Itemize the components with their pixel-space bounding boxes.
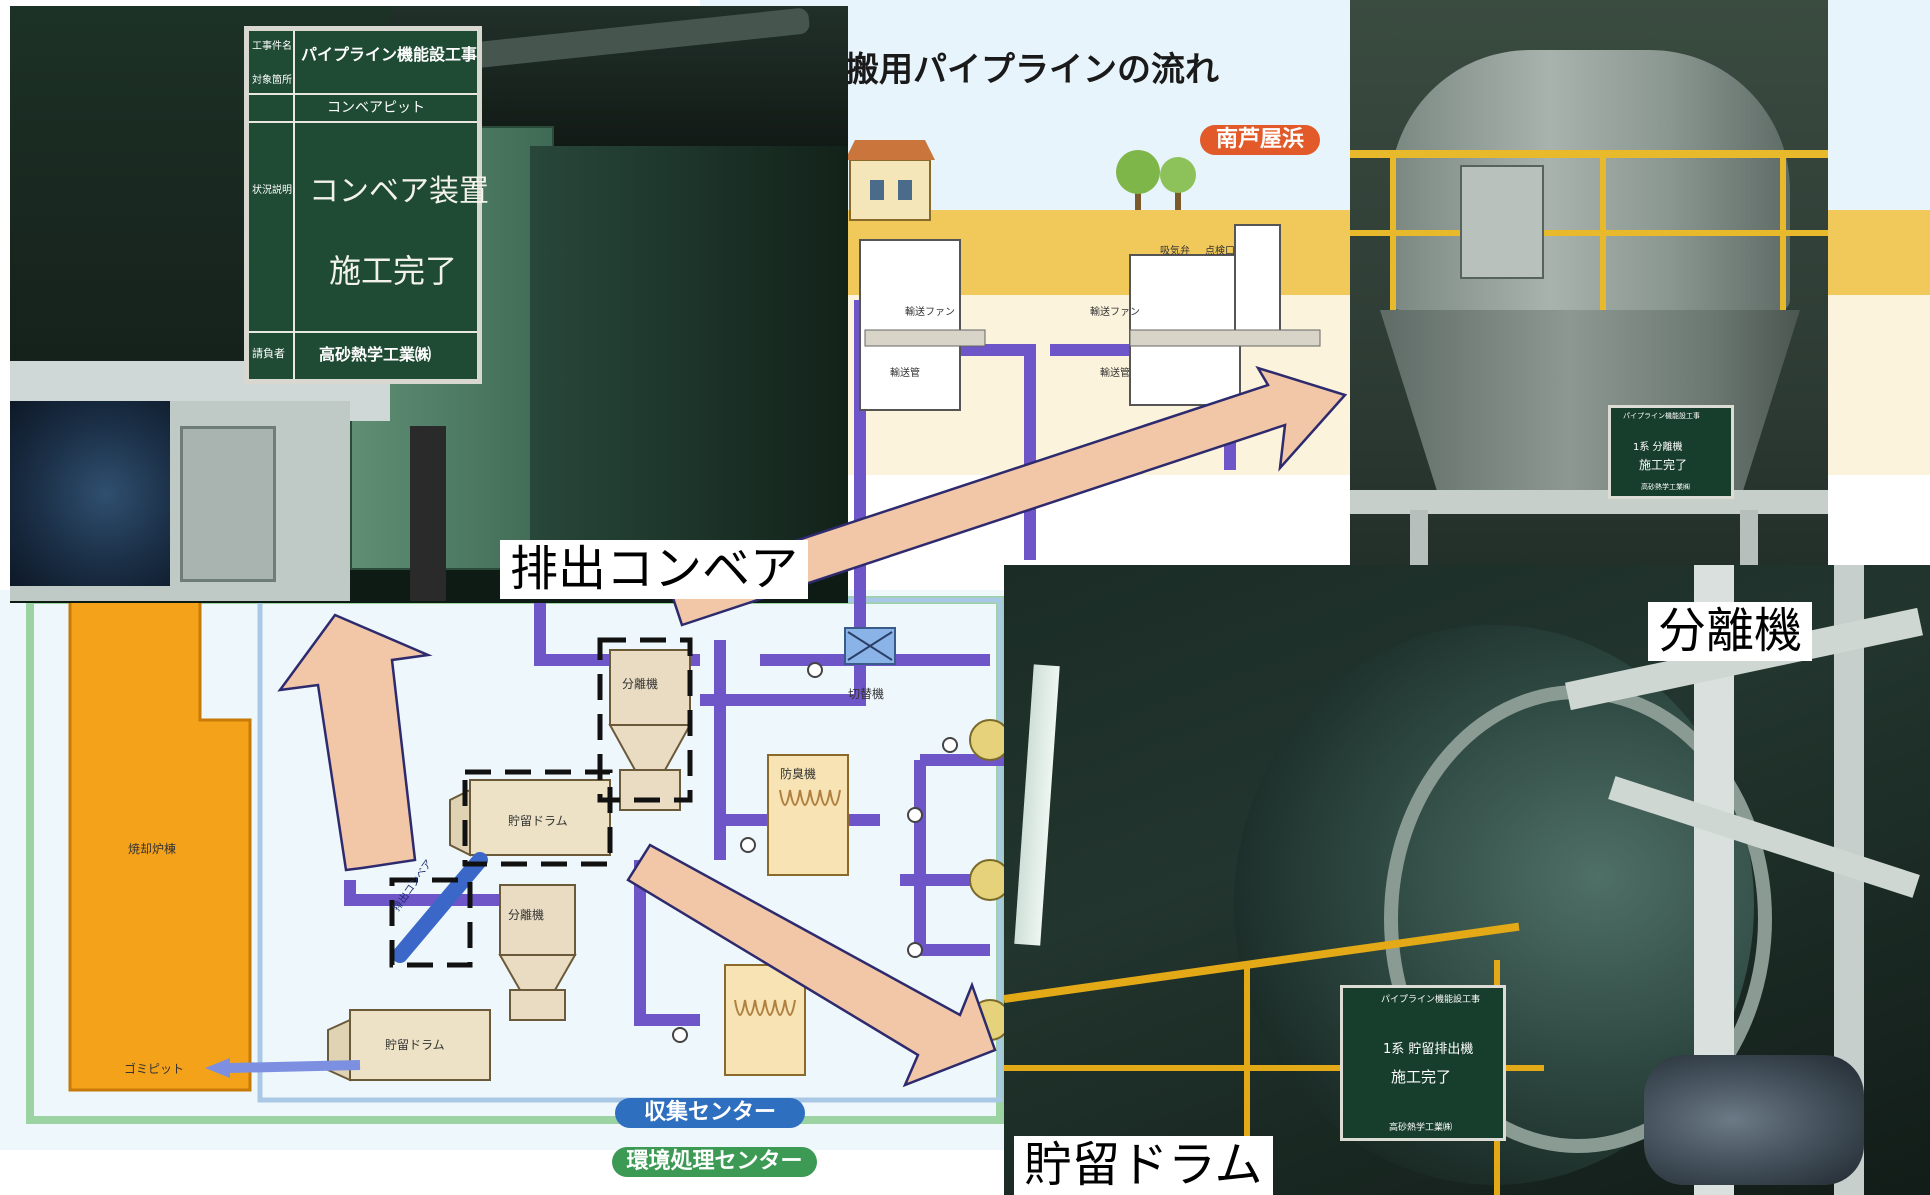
deodorizer-bottom xyxy=(724,964,806,1076)
label-incinerator: 焼却炉棟 xyxy=(128,842,177,856)
station-pipe-right xyxy=(1129,329,1321,347)
label-valve-b: 点検口 xyxy=(1205,246,1235,257)
signboard-conveyor-row4-value: 高砂熱学工業㈱ xyxy=(319,345,432,364)
collection-center-pill: 収集センター xyxy=(615,1098,805,1128)
drum-motor xyxy=(1644,1055,1864,1185)
separator-bottom-illustration xyxy=(498,884,577,1021)
highlight-conveyor xyxy=(389,877,473,968)
label-pit: ゴミピット xyxy=(124,1062,185,1076)
label-pipe-right: 輸送管 xyxy=(1100,368,1130,379)
deodorizer-top xyxy=(767,754,849,876)
station-box-left xyxy=(859,239,961,411)
label-pipe-left: 輸送管 xyxy=(890,368,920,379)
caption-drum: 貯留ドラム xyxy=(1014,1136,1273,1195)
signboard-conveyor-row3-label: 状況説明 xyxy=(252,185,292,196)
arrow-to-conveyor xyxy=(277,613,433,872)
signboard-drum-row3-line1: 1系 貯留排出機 xyxy=(1383,1042,1474,1057)
equipment-rack xyxy=(530,146,848,566)
valve-4 xyxy=(672,1027,688,1043)
separator-railing-top xyxy=(1350,150,1828,158)
conveyor-housing xyxy=(180,426,276,582)
signboard-conveyor-row3-line1: コンベア装置 xyxy=(309,174,489,209)
label-fan-left: 輸送ファン xyxy=(905,307,955,318)
label-drum-top: 貯留ドラム xyxy=(508,814,568,828)
caption-separator: 分離機 xyxy=(1648,602,1813,662)
label-deodorizer: 防臭機 xyxy=(780,767,817,781)
separator-vessel-top xyxy=(1390,50,1790,310)
signboard-separator: パイプライン機能設工事 1系 分離機 施工完了 高砂熱学工業㈱ xyxy=(1608,405,1734,499)
environment-center-pill: 環境処理センター xyxy=(612,1147,817,1177)
diagram-title: 搬用パイプラインの流れ xyxy=(845,50,1219,90)
valve-5 xyxy=(942,737,958,753)
caption-conveyor: 排出コンベア xyxy=(500,540,809,600)
highlight-separator xyxy=(597,637,693,803)
signboard-drum-row4-value: 高砂熱学工業㈱ xyxy=(1389,1123,1453,1133)
signboard-separator-row1-value: パイプライン機能設工事 xyxy=(1623,412,1700,420)
discharge-line xyxy=(229,1060,361,1073)
label-valve-a: 吸気弁 xyxy=(1160,246,1190,257)
signboard-drum: パイプライン機能設工事 1系 貯留排出機 施工完了 高砂熱学工業㈱ xyxy=(1340,985,1506,1141)
house-illustration xyxy=(845,140,935,221)
signboard-conveyor-row3-line2: 施工完了 xyxy=(329,252,458,290)
photo-separator: パイプライン機能設工事 1系 分離機 施工完了 高砂熱学工業㈱ xyxy=(1350,0,1828,668)
signboard-drum-row1-value: パイプライン機能設工事 xyxy=(1381,995,1481,1005)
signboard-conveyor-row1-label: 工事件名 xyxy=(252,41,292,52)
separator-hatch xyxy=(1460,165,1544,279)
arrow-to-drum xyxy=(626,843,997,1088)
valve-6 xyxy=(807,662,823,678)
conveyor-motor xyxy=(10,401,170,586)
separator-top-illustration xyxy=(608,649,692,811)
label-separator-top: 分離機 xyxy=(622,677,659,691)
signboard-conveyor-row4-label: 請負者 xyxy=(252,347,285,360)
valve-2 xyxy=(907,807,923,823)
label-separator-bottom: 分離機 xyxy=(508,908,545,922)
conveyor-pipe xyxy=(410,426,446,601)
signboard-drum-row3-line2: 施工完了 xyxy=(1391,1068,1452,1086)
label-fan-right: 輸送ファン xyxy=(1090,307,1140,318)
drum-top-illustration xyxy=(449,779,611,857)
station-pipe-left xyxy=(864,329,986,347)
signboard-separator-row4-value: 高砂熱学工業㈱ xyxy=(1641,483,1690,491)
label-drum-bottom: 貯留ドラム xyxy=(385,1038,445,1052)
signboard-conveyor-row1-value: パイプライン機能設工事 xyxy=(301,45,478,64)
photo-drum: パイプライン機能設工事 1系 貯留排出機 施工完了 高砂熱学工業㈱ xyxy=(1004,565,1930,1195)
trees-illustration xyxy=(1116,150,1196,210)
station-chute xyxy=(1234,224,1281,341)
place-label-pill: 南芦屋浜 xyxy=(1200,125,1320,155)
signboard-conveyor-row2-value: コンベアピット xyxy=(327,100,425,116)
label-switcher: 切替機 xyxy=(848,687,885,701)
separator-railing-mid xyxy=(1350,230,1828,236)
conveyor-line xyxy=(392,852,488,963)
signboard-conveyor: 工事件名 パイプライン機能設工事 対象箇所 コンベアピット 状況説明 コンベア装… xyxy=(244,26,489,384)
signboard-separator-row3-line1: 1系 分離機 xyxy=(1633,442,1683,453)
valve-1 xyxy=(740,837,756,853)
signboard-conveyor-row2-label: 対象箇所 xyxy=(252,75,292,86)
photo-conveyor: 工事件名 パイプライン機能設工事 対象箇所 コンベアピット 状況説明 コンベア装… xyxy=(10,6,848,603)
signboard-separator-row3-line2: 施工完了 xyxy=(1639,458,1688,472)
valve-3 xyxy=(907,942,923,958)
